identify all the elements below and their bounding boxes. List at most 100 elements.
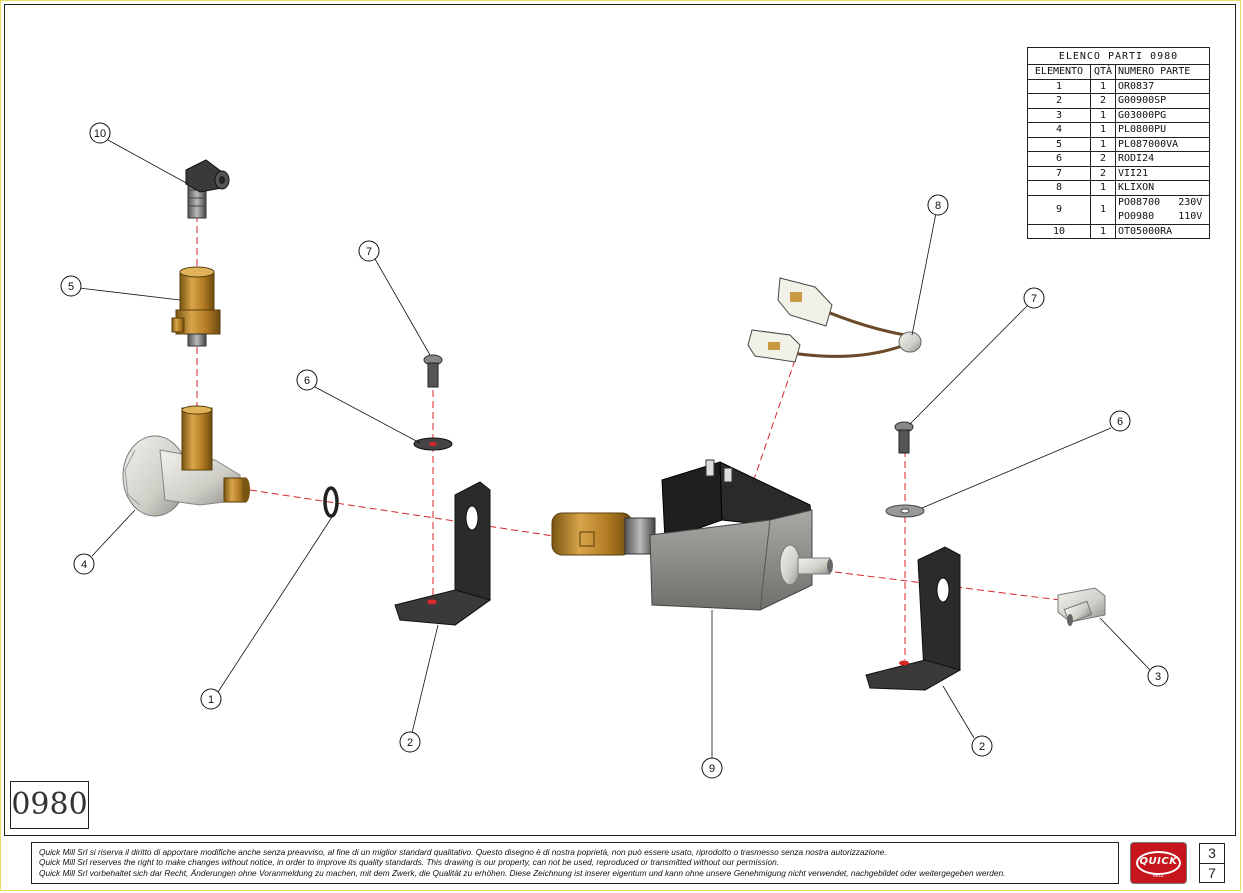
svg-text:5: 5 [68, 281, 74, 293]
svg-text:8: 8 [935, 200, 941, 212]
svg-text:1: 1 [208, 694, 214, 706]
cell-part-number: OR0837 [1115, 78, 1210, 94]
cell-part-number: KLIXON [1115, 180, 1210, 196]
cell-qty: 2 [1090, 93, 1116, 109]
callout-7: 7 [358, 240, 380, 262]
svg-text:7: 7 [366, 246, 372, 258]
part-6-washer-right [885, 504, 925, 518]
header-part-number: NUMERO PARTE [1115, 64, 1210, 80]
cell-element: 9 [1027, 194, 1091, 225]
parts-list-title: ELENCO PARTI 0980 [1027, 47, 1210, 65]
cell-qty: 1 [1090, 136, 1116, 152]
part-4-inlet-body [122, 405, 250, 517]
part-7-screw-right [894, 421, 914, 454]
part-3-outlet-fitting [1057, 587, 1106, 626]
svg-text:10: 10 [94, 128, 106, 140]
cell-qty: 2 [1090, 151, 1116, 167]
callout-7b: 7 [1023, 287, 1045, 309]
part-5-brass-valve [171, 266, 221, 347]
cell-element: 8 [1027, 180, 1091, 196]
callout-5: 5 [60, 275, 82, 297]
svg-text:6: 6 [1117, 416, 1123, 428]
svg-text:4: 4 [81, 559, 87, 571]
svg-text:3: 3 [1155, 671, 1161, 683]
svg-text:6: 6 [304, 375, 310, 387]
callout-9: 9 [701, 757, 723, 779]
quick-mill-logo: QUICK MILL [1131, 843, 1186, 883]
cell-part-number: PO08700 230V PO0980 110V [1115, 194, 1210, 225]
part-10-elbow-fitting [185, 159, 230, 219]
cell-qty: 1 [1090, 122, 1116, 138]
svg-text:9: 9 [709, 763, 715, 775]
logo-subtext: MILL [1152, 873, 1165, 879]
callout-6: 6 [296, 369, 318, 391]
cell-qty: 1 [1090, 223, 1116, 239]
cell-element: 4 [1027, 122, 1091, 138]
callout-10: 10 [89, 122, 111, 144]
table-row: 9 1 PO08700 230V PO0980 110V [1027, 194, 1210, 225]
part-6-washer-left [413, 437, 453, 451]
callout-2: 2 [399, 731, 421, 753]
part-2-bracket-right [865, 546, 962, 691]
callout-2b: 2 [971, 735, 993, 757]
cell-part-number: PL087000VA [1115, 136, 1210, 152]
cell-part-number: RODI24 [1115, 151, 1210, 167]
callout-3: 3 [1147, 665, 1169, 687]
header-qty: QTÀ [1090, 64, 1116, 80]
svg-text:2: 2 [407, 737, 413, 749]
part-2-bracket-left [394, 481, 492, 626]
cell-element: 1 [1027, 78, 1091, 94]
cell-part-number: VII21 [1115, 165, 1210, 181]
legal-notice: Quick Mill Srl si riserva il diritto di … [31, 842, 1119, 884]
svg-text:7: 7 [1031, 293, 1037, 305]
cell-qty: 1 [1090, 180, 1116, 196]
cell-element: 7 [1027, 165, 1091, 181]
cell-element: 6 [1027, 151, 1091, 167]
callout-4: 4 [73, 553, 95, 575]
cell-qty: 2 [1090, 165, 1116, 181]
part-number-230v: PO08700 230V [1118, 196, 1203, 208]
header-element: ELEMENTO [1027, 64, 1091, 80]
parts-list-table: ELENCO PARTI 0980 ELEMENTO QTÀ NUMERO PA… [1027, 47, 1210, 239]
cell-element: 5 [1027, 136, 1091, 152]
cell-qty: 1 [1090, 107, 1116, 123]
sheet-current: 3 [1200, 844, 1224, 864]
logo-text: QUICK [1139, 856, 1178, 867]
drawing-number: 0980 [10, 781, 89, 829]
cell-part-number: PL0800PU [1115, 122, 1210, 138]
cell-element: 10 [1027, 223, 1091, 239]
notice-italian: Quick Mill Srl si riserva il diritto di … [39, 847, 887, 857]
cell-part-number: G03000PG [1115, 107, 1210, 123]
leader-lines [78, 139, 1151, 758]
logo-ring [1136, 851, 1181, 875]
cell-part-number: OT05000RA [1115, 223, 1210, 239]
cell-qty: 1 [1090, 194, 1116, 225]
cell-qty: 1 [1090, 78, 1116, 94]
cell-part-number: G00900SP [1115, 93, 1210, 109]
cell-element: 2 [1027, 93, 1091, 109]
part-7-screw-left [423, 354, 443, 388]
cell-element: 3 [1027, 107, 1091, 123]
drawing-area [4, 4, 1236, 836]
sheet-total: 7 [1208, 865, 1216, 881]
part-9-vibration-pump [551, 459, 833, 611]
svg-text:2: 2 [979, 741, 985, 753]
callout-8: 8 [927, 194, 949, 216]
sheet-number: 3 7 [1199, 843, 1225, 883]
part-8-klixon [747, 277, 922, 363]
notice-german: Quick Mill Srl vorbehaltet sich dar Rech… [39, 867, 1006, 878]
notice-english: Quick Mill Srl reserves the right to mak… [39, 857, 779, 868]
part-1-o-ring [323, 486, 339, 518]
part-number-110v: PO0980 110V [1118, 210, 1203, 222]
